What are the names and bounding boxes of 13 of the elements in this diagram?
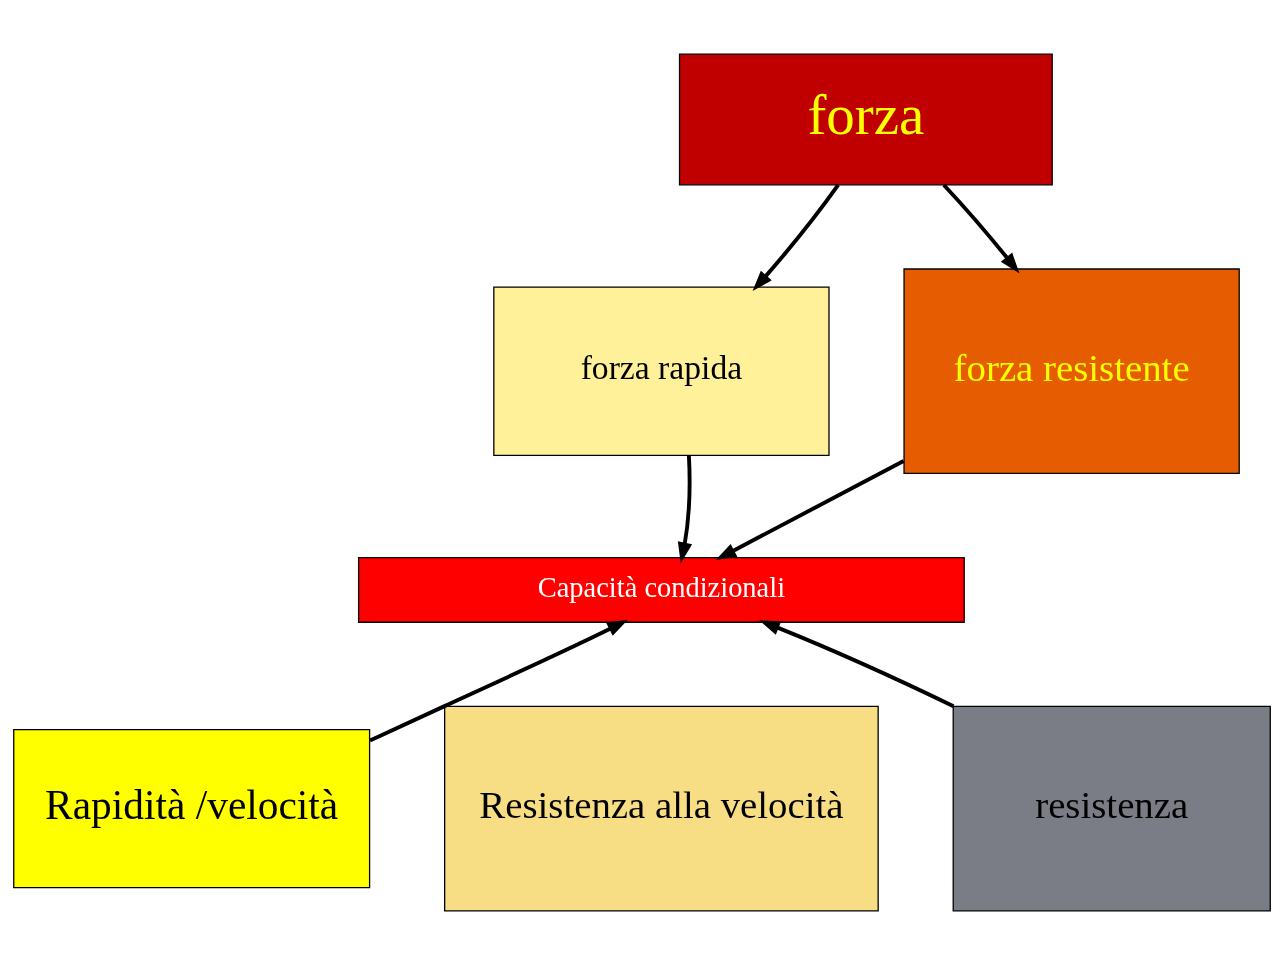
node-box: forza resistente: [903, 268, 1240, 475]
arrow: [759, 620, 955, 708]
node-box: resistenza: [952, 705, 1271, 912]
node-box: forza: [678, 53, 1053, 186]
arrow: [942, 183, 1020, 274]
arrow: [715, 459, 905, 561]
node-box: Resistenza alla velocità: [444, 705, 879, 912]
node-box: Rapidità /velocità: [13, 729, 371, 889]
arrow: [369, 619, 628, 743]
arrow: [677, 455, 693, 564]
arrow: [752, 183, 840, 292]
node-box: Capacità condizionali: [357, 556, 965, 623]
node-box: forza rapida: [493, 286, 830, 456]
